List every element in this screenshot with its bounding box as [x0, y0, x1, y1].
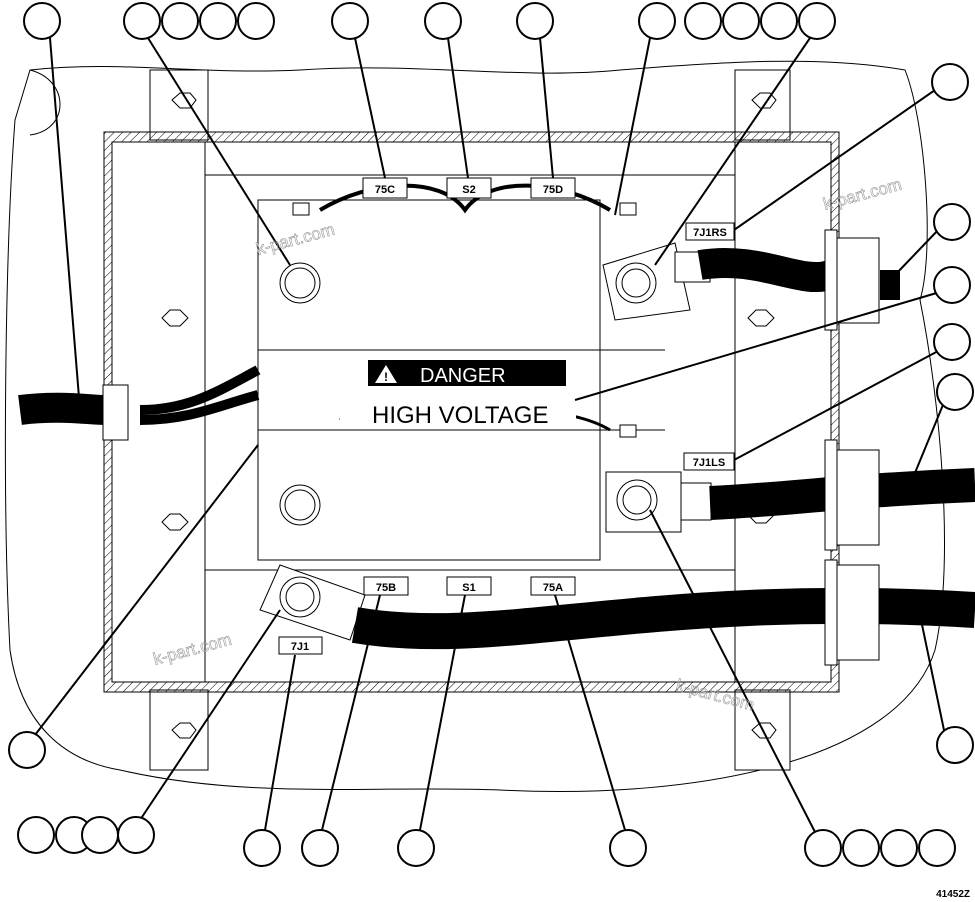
label-75c: 75C — [375, 184, 395, 196]
label-75d: 75D — [543, 184, 563, 196]
danger-label: ! DANGER HIGH VOLTAGE — [340, 352, 576, 429]
cable-fittings — [102, 229, 880, 666]
label-75a: 75A — [543, 582, 563, 594]
label-7j1: 7J1 — [291, 641, 309, 653]
figure-id: 41452Z — [936, 889, 970, 900]
terminal-lugs — [259, 202, 712, 641]
callout-circles — [8, 2, 974, 867]
wire-labels — [278, 177, 735, 655]
label-s1: S1 — [462, 582, 475, 594]
cutaway-arc — [29, 69, 61, 136]
leader-lines — [34, 37, 946, 833]
label-s2: S2 — [462, 184, 475, 196]
danger-text: DANGER — [420, 365, 506, 387]
label-7j1rs: 7J1RS — [693, 227, 727, 239]
label-7j1ls: 7J1LS — [693, 457, 725, 469]
label-75b: 75B — [376, 582, 396, 594]
warning-triangle-icon — [375, 365, 397, 383]
svg-text:!: ! — [384, 370, 388, 384]
high-voltage-text: HIGH VOLTAGE — [372, 402, 548, 429]
